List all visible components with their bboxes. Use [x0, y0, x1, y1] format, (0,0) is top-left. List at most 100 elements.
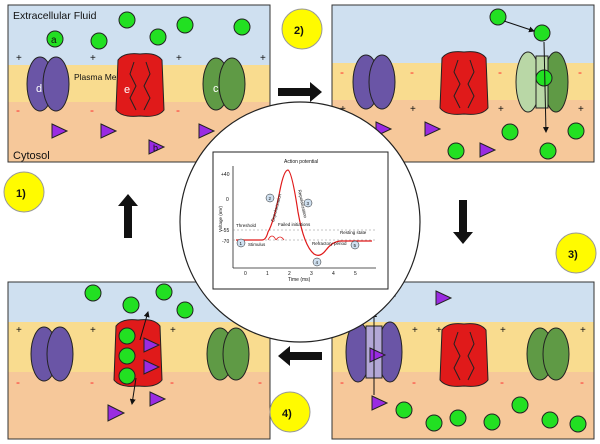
x-tick: 4	[332, 271, 335, 277]
ion-purple	[149, 391, 167, 407]
charge-plus: +	[578, 104, 584, 115]
action-potential-graph: Voltage (mV) Time (ms) +40 0 -55 -70 0 1…	[179, 101, 421, 343]
ion-green	[90, 32, 108, 50]
ion-green	[541, 411, 559, 429]
ion-path-arrow	[503, 20, 535, 33]
channel-c: c	[202, 57, 246, 111]
channel-e	[439, 323, 489, 387]
arrow-down	[453, 200, 473, 244]
arrow-left	[278, 346, 322, 366]
ion-green	[155, 283, 173, 301]
ion-purple	[51, 123, 69, 139]
charge-minus: -	[258, 375, 262, 389]
graph-frame	[212, 151, 389, 290]
threshold-label: Threshold	[236, 223, 257, 228]
step-badge-2	[281, 8, 323, 50]
sodium-ions: a	[46, 11, 251, 50]
charge-minus: -	[580, 375, 584, 389]
label-b: b	[153, 143, 158, 153]
ion-purple	[479, 142, 497, 158]
charge-plus: +	[410, 104, 416, 115]
graph-marker-4: 4	[312, 257, 322, 267]
charge-minus: -	[16, 375, 20, 389]
ion-green	[539, 142, 557, 160]
ion-green	[84, 284, 102, 302]
marker-label: 2	[269, 196, 272, 201]
x-tick: 1	[266, 271, 269, 277]
failed-initiation-curve	[267, 235, 277, 241]
step-badge-3	[555, 232, 597, 274]
channel-d: d	[26, 56, 70, 112]
charge-plus: +	[260, 53, 266, 64]
x-tick: 5	[354, 271, 357, 277]
charges-outside: + + + +	[16, 53, 266, 64]
charge-minus: -	[170, 375, 174, 389]
resting-label: Resting state	[340, 230, 367, 235]
panel-border	[331, 4, 595, 163]
charge-minus: -	[340, 65, 344, 79]
panel-border	[331, 281, 595, 440]
channel-d	[352, 54, 396, 110]
charge-plus: +	[580, 325, 586, 336]
failed-initiation-curve	[275, 236, 285, 241]
charge-minus: -	[90, 375, 94, 389]
charges-outside: - - - -	[340, 65, 582, 79]
ion-green	[46, 30, 64, 48]
charge-plus: +	[16, 325, 22, 336]
marker-label: 1	[240, 241, 243, 246]
arrow-up	[118, 194, 138, 238]
charge-plus: +	[170, 325, 176, 336]
charge-minus: -	[16, 103, 20, 117]
y-axis-label: Voltage (mV)	[218, 205, 223, 232]
step-label-3: 3)	[568, 249, 578, 261]
channel-c	[526, 327, 570, 381]
potassium-ions	[107, 391, 167, 422]
panel-border	[7, 281, 271, 440]
ion-green	[149, 28, 167, 46]
failed-label: Failed initiations	[278, 222, 311, 227]
peak-label: Action potential	[284, 159, 318, 165]
charge-minus: -	[176, 103, 180, 117]
ion-green	[533, 24, 551, 42]
sodium-ions	[395, 396, 587, 433]
ion-green	[511, 396, 529, 414]
channel-e	[439, 51, 489, 115]
ion-purple	[148, 139, 166, 155]
channel-d	[30, 326, 74, 382]
charges-inside: - - - -	[16, 375, 262, 389]
y-tick: 0	[226, 197, 229, 203]
ion-path-arrow	[542, 41, 549, 133]
ion-green	[118, 347, 136, 365]
refractory-label: Refractory period	[312, 241, 347, 246]
ion-green	[535, 69, 553, 87]
cytosol-label: Cytosol	[13, 150, 50, 162]
channel-e-active	[113, 319, 163, 387]
step-badge-4	[269, 391, 311, 433]
stimulus-label: Stimulus	[248, 242, 266, 247]
ion-green	[176, 301, 194, 319]
ion-purple	[435, 290, 453, 306]
charge-plus: +	[436, 325, 442, 336]
label-c: c	[213, 83, 219, 95]
ion-green	[118, 11, 136, 29]
panel-border	[7, 4, 271, 163]
charge-plus: +	[500, 325, 506, 336]
marker-label: 4	[316, 260, 319, 265]
x-tick: 2	[288, 271, 291, 277]
ion-green	[567, 122, 585, 140]
charge-minus: -	[340, 375, 344, 389]
ion-path-arrow	[129, 377, 137, 405]
label-d: d	[36, 83, 42, 95]
y-tick: -70	[222, 239, 229, 245]
ion-green	[425, 414, 443, 432]
y-tick: +40	[221, 172, 230, 178]
graph-marker-2: 2	[265, 193, 275, 203]
potassium-ions	[375, 121, 497, 158]
charge-minus: -	[500, 375, 504, 389]
ion-purple	[143, 359, 161, 375]
y-tick: -55	[222, 228, 229, 234]
graph-marker-3: 3	[303, 198, 313, 208]
ion-purple	[143, 337, 161, 353]
charge-plus: +	[412, 325, 418, 336]
